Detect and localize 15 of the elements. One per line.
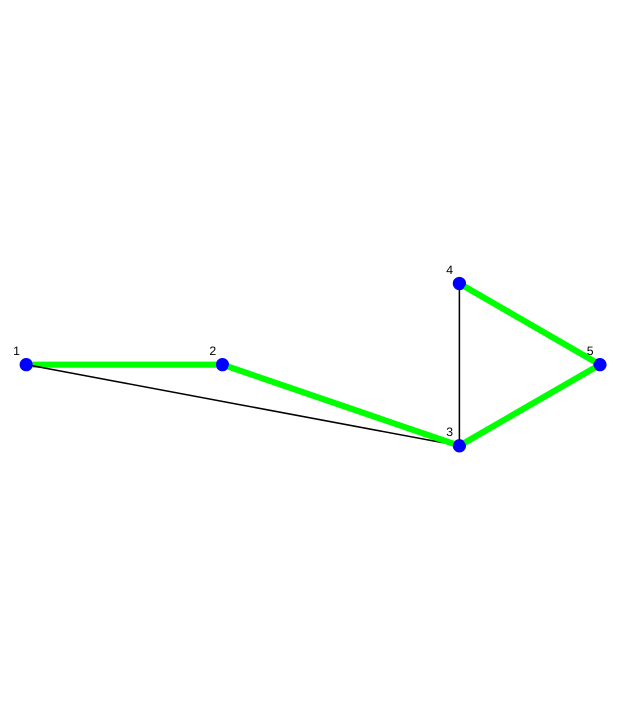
node-label: 4 (446, 262, 454, 276)
node-circle (452, 438, 466, 452)
node-circle (593, 358, 607, 371)
connector (32, 361, 216, 368)
node-label: 2 (209, 344, 216, 358)
node-label: 3 (446, 424, 454, 439)
connector (463, 283, 596, 364)
node-circle (20, 358, 33, 371)
connector (227, 363, 454, 446)
node-circle (452, 276, 466, 290)
connector (458, 289, 460, 440)
node-label: 5 (586, 344, 594, 358)
connector (463, 364, 596, 445)
node-circle (216, 358, 230, 371)
node-label: 1 (13, 344, 20, 358)
